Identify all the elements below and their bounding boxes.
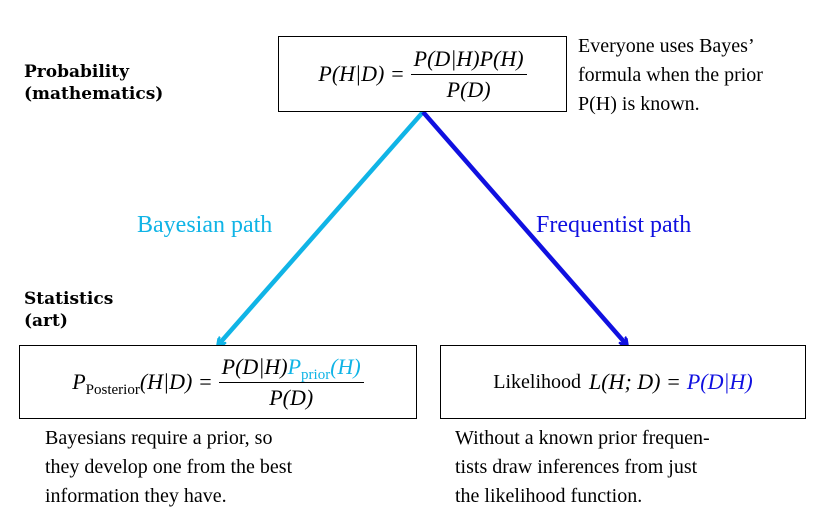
statistics-label-line1: Statistics — [24, 289, 114, 309]
bayes-formula-box: P(H|D) = P(D|H)P(H) P(D) — [278, 36, 567, 112]
top-note-line2: formula when the prior — [578, 64, 763, 86]
posterior-numerator-likelihood: P(D|H) — [221, 353, 288, 379]
posterior-formula-box: PPosterior(H|D) = P(D|H)Pprior(H) P(D) — [19, 345, 417, 419]
top-note-line3: P(H) is known. — [578, 93, 700, 115]
bayes-formula-denominator: P(D) — [446, 76, 491, 102]
likelihood-formula-pdh: P(D|H) — [686, 369, 753, 394]
frequentist-path-label: Frequentist path — [536, 212, 692, 238]
bayes-formula-fraction: P(D|H)P(H) P(D) — [410, 46, 527, 103]
probability-label: Probability (mathematics) — [24, 61, 163, 105]
likelihood-label: Likelihood — [493, 370, 581, 393]
bayesian-note-line3: information they have. — [45, 485, 227, 507]
bayesian-note-line1: Bayesians require a prior, so — [45, 427, 273, 449]
posterior-subscript: Posterior — [85, 382, 140, 398]
probability-label-line1: Probability — [24, 62, 129, 82]
likelihood-formula-box: Likelihood L(H; D) = P(D|H) — [440, 345, 806, 419]
probability-label-line2: (mathematics) — [24, 84, 164, 104]
prior-argument: (H) — [330, 353, 361, 379]
bayes-formula-numerator: P(D|H)P(H) — [410, 46, 527, 75]
bayesian-note: Bayesians require a prior, so they devel… — [45, 424, 292, 511]
posterior-formula-denominator: P(D) — [269, 384, 314, 410]
top-note-line1: Everyone uses Bayes’ — [578, 35, 755, 57]
prior-p: P — [287, 353, 302, 379]
statistics-label-line2: (art) — [24, 311, 68, 331]
frequentist-arrow — [421, 110, 626, 344]
statistics-label: Statistics (art) — [24, 288, 113, 332]
bayesian-arrow — [219, 110, 425, 344]
posterior-formula-numerator: P(D|H)Pprior(H) — [218, 353, 364, 383]
bayes-formula-lhs: P(H|D) = — [318, 61, 405, 86]
posterior-lhs-rest: (H|D) = — [139, 369, 213, 394]
posterior-numerator-prior: Pprior(H) — [287, 353, 361, 383]
frequentist-note: Without a known prior frequen- tists dra… — [455, 424, 710, 511]
frequentist-note-line3: the likelihood function. — [455, 485, 643, 507]
posterior-formula-lhs: PPosterior(H|D) = — [72, 369, 213, 398]
likelihood-formula: L(H; D) = — [589, 369, 681, 394]
frequentist-note-line1: Without a known prior frequen- — [455, 427, 710, 449]
bayesian-note-line2: they develop one from the best — [45, 456, 293, 478]
bayesian-path-label: Bayesian path — [137, 212, 273, 238]
posterior-p: P — [72, 369, 86, 394]
posterior-formula-fraction: P(D|H)Pprior(H) P(D) — [218, 353, 364, 411]
prior-subscript: prior — [301, 366, 331, 383]
top-note: Everyone uses Bayes’ formula when the pr… — [578, 32, 763, 119]
frequentist-note-line2: tists draw inferences from just — [455, 456, 698, 478]
